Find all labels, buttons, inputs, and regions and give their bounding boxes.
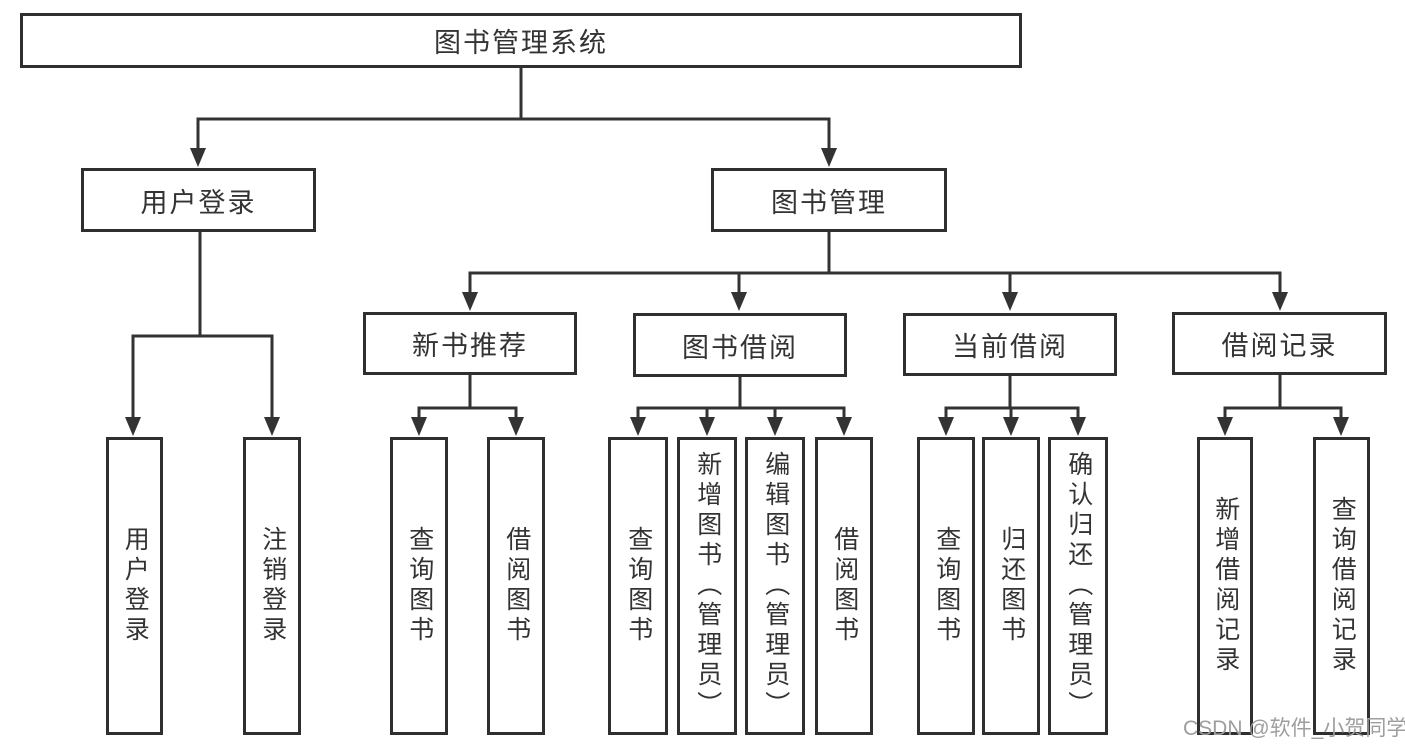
leaf-label: 新增图书（管理员） xyxy=(693,451,722,721)
node-user-login-branch: 用户登录 xyxy=(81,168,316,232)
node-label: 图书管理 xyxy=(771,187,887,218)
csdn-watermark: CSDN @软件_小贺同学 xyxy=(1183,717,1405,740)
node-borrowing-records: 借阅记录 xyxy=(1172,312,1387,375)
leaf-add-book-admin: 新增图书（管理员） xyxy=(677,437,737,735)
leaf-label: 归还图书 xyxy=(997,526,1026,646)
leaf-edit-book-admin: 编辑图书（管理员） xyxy=(745,437,805,735)
leaf-borrow-books-recommend: 借阅图书 xyxy=(487,437,545,735)
node-book-borrowing: 图书借阅 xyxy=(633,313,847,377)
leaf-label: 注销登录 xyxy=(258,526,287,646)
leaf-logout: 注销登录 xyxy=(243,437,301,735)
node-library-management-system: 图书管理系统 xyxy=(20,13,1022,68)
leaf-query-books-recommend: 查询图书 xyxy=(390,437,448,735)
node-label: 图书借阅 xyxy=(682,332,798,363)
leaf-label: 用户登录 xyxy=(121,526,150,646)
leaf-label: 新增借阅记录 xyxy=(1211,496,1240,676)
node-label: 用户登录 xyxy=(140,187,257,218)
leaf-add-borrow-record: 新增借阅记录 xyxy=(1197,437,1253,735)
leaf-user-login: 用户登录 xyxy=(106,437,163,735)
leaf-label: 借阅图书 xyxy=(830,526,859,646)
node-label: 图书管理系统 xyxy=(434,28,608,58)
leaf-label: 查询图书 xyxy=(932,526,961,646)
node-label: 当前借阅 xyxy=(952,332,1068,362)
node-label: 新书推荐 xyxy=(412,331,528,361)
node-current-borrowing: 当前借阅 xyxy=(903,313,1117,376)
leaf-label: 查询图书 xyxy=(405,526,434,646)
leaf-return-book: 归还图书 xyxy=(982,437,1040,735)
node-book-management-branch: 图书管理 xyxy=(711,168,947,232)
leaf-label: 借阅图书 xyxy=(502,526,531,646)
leaf-query-borrow-record: 查询借阅记录 xyxy=(1313,437,1370,735)
leaf-query-books-borrowing: 查询图书 xyxy=(608,437,668,735)
node-new-book-recommend: 新书推荐 xyxy=(363,312,577,375)
leaf-label: 确认归还（管理员） xyxy=(1064,451,1093,721)
leaf-label: 查询借阅记录 xyxy=(1328,496,1357,676)
node-label: 借阅记录 xyxy=(1221,331,1338,361)
leaf-label: 编辑图书（管理员） xyxy=(761,451,790,721)
leaf-borrow-books: 借阅图书 xyxy=(815,437,873,735)
leaf-confirm-return-admin: 确认归还（管理员） xyxy=(1048,437,1108,735)
leaf-query-books-current: 查询图书 xyxy=(917,437,975,735)
leaf-label: 查询图书 xyxy=(624,526,653,646)
